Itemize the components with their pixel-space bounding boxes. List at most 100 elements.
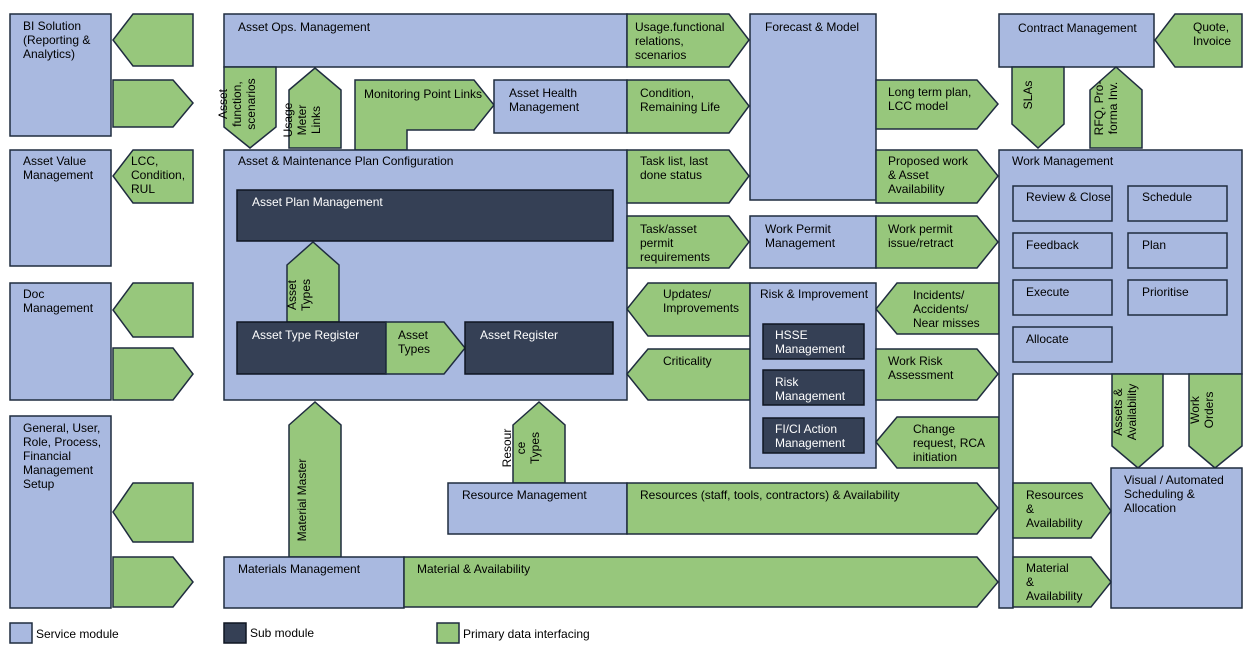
execute-task: Execute bbox=[1012, 279, 1113, 316]
asset-function-flow: Assetfunction,scenarios bbox=[216, 66, 277, 149]
lcc-condition-label: LCC,Condition,RUL bbox=[131, 154, 185, 196]
material-master-flow: Material Master bbox=[288, 400, 342, 558]
asset-type-register-sub: Asset Type Register bbox=[236, 321, 387, 375]
forecast-model-label: Forecast & Model bbox=[765, 20, 859, 34]
slas-label: SLAs bbox=[1021, 81, 1035, 110]
material-master-label: Material Master bbox=[295, 459, 309, 542]
long-term-plan-flow: Long term plan,LCC model bbox=[875, 79, 999, 130]
asset-plan-management-sub: Asset Plan Management bbox=[236, 189, 614, 242]
legend-service-swatch bbox=[9, 622, 33, 644]
feedback-task: Feedback bbox=[1012, 232, 1113, 269]
schedule-label: Schedule bbox=[1142, 190, 1192, 204]
review-close-label: Review & Close bbox=[1026, 190, 1111, 204]
long-term-plan-label: Long term plan,LCC model bbox=[888, 85, 971, 113]
resource-management-module: Resource Management bbox=[447, 482, 628, 535]
resources-availability-short-flow: Resources&Availability bbox=[1012, 482, 1112, 539]
legend-sub-label: Sub module bbox=[250, 626, 314, 640]
asset-types-vertical-flow: AssetTypes bbox=[285, 240, 340, 323]
contract-management-label: Contract Management bbox=[1018, 21, 1137, 35]
usage-meter-flow: UsageMeterLinks bbox=[281, 67, 342, 149]
feedback-label: Feedback bbox=[1026, 238, 1080, 252]
prioritise-task: Prioritise bbox=[1127, 279, 1228, 316]
asset-plan-config-label: Asset & Maintenance Plan Configuration bbox=[238, 154, 453, 168]
review-close-task: Review & Close bbox=[1012, 185, 1113, 222]
bi-solution-module: BI Solution(Reporting &Analytics) bbox=[9, 13, 112, 137]
risk-improvement-label: Risk & Improvement bbox=[760, 287, 869, 301]
material-availability-long-label: Material & Availability bbox=[417, 562, 530, 576]
allocate-label: Allocate bbox=[1026, 332, 1069, 346]
incidents-flow: Incidents/Accidents/Near misses bbox=[875, 282, 1000, 335]
usage-meter-label: UsageMeterLinks bbox=[281, 102, 323, 137]
asset-types-vertical-label: AssetTypes bbox=[285, 279, 313, 311]
material-availability-short-flow: Material&Availability bbox=[1012, 556, 1112, 608]
work-orders-label: WorkOrders bbox=[1188, 392, 1216, 429]
prioritise-label: Prioritise bbox=[1142, 285, 1189, 299]
bi-solution-arrows bbox=[112, 13, 194, 128]
allocate-task: Allocate bbox=[1012, 326, 1113, 363]
asset-function-label: Assetfunction,scenarios bbox=[216, 78, 258, 129]
contract-management-module: Contract Management bbox=[998, 13, 1155, 68]
resources-availability-short-label: Resources&Availability bbox=[1026, 488, 1083, 530]
materials-management-label: Materials Management bbox=[238, 562, 361, 576]
rfq-proforma-label: RFQ, Pro-forma Inv. bbox=[1092, 81, 1120, 136]
material-availability-long-flow: Material & Availability bbox=[403, 556, 999, 608]
asset-plan-management-label: Asset Plan Management bbox=[252, 195, 383, 209]
lcc-condition-flow: LCC,Condition,RUL bbox=[112, 149, 194, 204]
asset-register-label: Asset Register bbox=[480, 328, 558, 342]
execute-label: Execute bbox=[1026, 285, 1070, 299]
legend-sub-swatch bbox=[223, 622, 247, 644]
asset-ops-label: Asset Ops. Management bbox=[238, 20, 371, 34]
condition-life-flow: Condition,Remaining Life bbox=[626, 79, 750, 134]
quote-invoice-flow: Quote,Invoice bbox=[1154, 13, 1243, 68]
material-availability-short-label: Material&Availability bbox=[1026, 561, 1082, 603]
monitoring-point-label: Monitoring Point Links bbox=[364, 87, 482, 101]
forecast-model-module: Forecast & Model bbox=[749, 13, 877, 201]
legend: Service module Sub module Primary data i… bbox=[9, 622, 590, 644]
legend-primary-swatch bbox=[436, 622, 460, 644]
updates-improvements-label: Updates/Improvements bbox=[663, 287, 739, 315]
materials-management-module: Materials Management bbox=[223, 556, 405, 609]
resource-types-flow: ResourceTypes bbox=[500, 400, 566, 484]
legend-service-label: Service module bbox=[36, 627, 119, 641]
doc-management-arrows bbox=[112, 282, 194, 401]
work-management-label: Work Management bbox=[1012, 154, 1114, 168]
legend-primary-label: Primary data interfacing bbox=[463, 627, 590, 641]
criticality-flow: Criticality bbox=[626, 348, 751, 401]
slas-flow: SLAs bbox=[1011, 66, 1065, 150]
quote-invoice-label: Quote,Invoice bbox=[1193, 20, 1231, 48]
condition-life-label: Condition,Remaining Life bbox=[640, 86, 720, 114]
asset-register-sub: Asset Register bbox=[464, 321, 614, 375]
resource-types-label: ResourceTypes bbox=[500, 429, 542, 468]
updates-improvements-flow: Updates/Improvements bbox=[626, 282, 751, 337]
monitoring-point-flow: Monitoring Point Links bbox=[354, 79, 495, 151]
resource-management-label: Resource Management bbox=[462, 488, 587, 502]
asset-ops-module: Asset Ops. Management bbox=[223, 13, 628, 68]
